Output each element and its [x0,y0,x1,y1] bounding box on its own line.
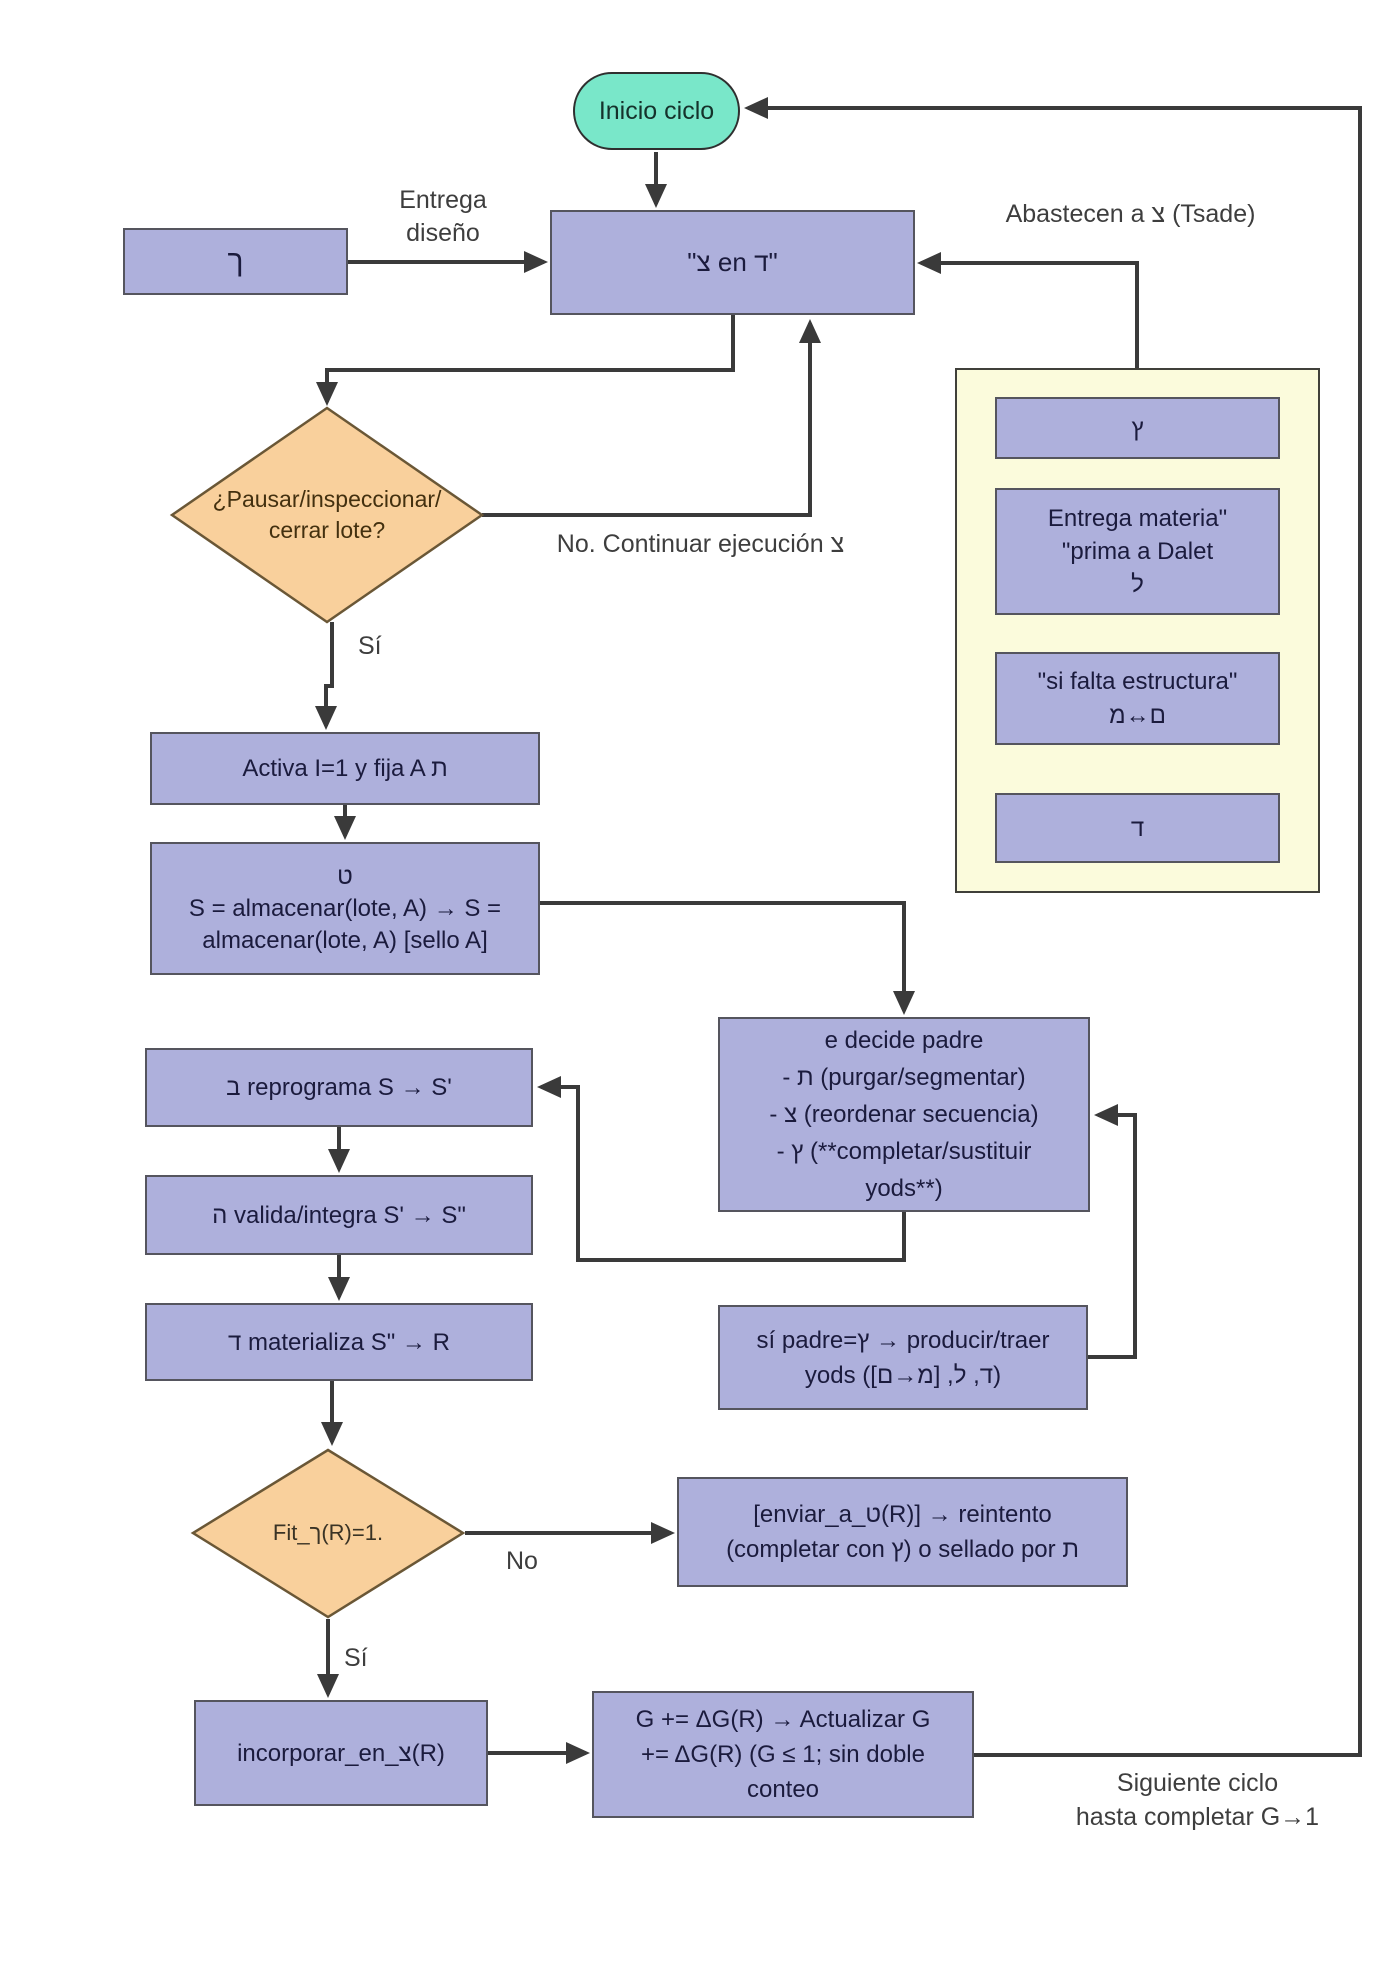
sipadre-line2: yods (ד, ל, [מ→ם]) [804,1361,1002,1389]
supply-estructura-line2: ם↔מ [1109,701,1166,729]
activa-box: Activa I=1 y fija A ת [150,732,540,805]
main-box: "צ en ד" [550,210,915,315]
reprograma-box-label: ב reprograma S → S' [226,1074,452,1101]
main-box-label: "צ en ד" [687,247,778,277]
almacenar-line2: S = almacenar(lote, A) → S = [188,894,502,922]
supply-materia-box: Entrega materia" "prima a Dalet ל [995,488,1280,615]
pause-diamond-shape [169,406,485,624]
g-box: G += ΔG(R) → Actualizar G += ΔG(R) (G ≤ … [592,1691,974,1818]
g-box-line3: conteo [746,1776,820,1803]
decide-line5: yods**) [865,1175,943,1202]
supply-materia-line1: Entrega materia" [1047,505,1228,532]
arrow-almacenar-to-decide [540,901,915,1015]
label-si-1: Sí [358,632,382,660]
pause-diamond-line2: cerrar lote? [268,517,386,543]
sipadre-box: sí padre=ץ → producir/traer yods (ד, ל, … [718,1305,1088,1410]
arrow-main-to-pause-diamond [316,315,735,406]
label-siguiente-ciclo: Siguiente ciclo hasta completar G→1 [1025,1766,1370,1834]
label-abastecen: Abastecen a צ (Tsade) [1005,200,1256,228]
supply-estructura-line1: "si falta estructura" [1037,667,1238,695]
start-node: Inicio ciclo [573,72,740,150]
enviar-box: [enviar_a_ט(R)] → reintento (completar c… [677,1477,1128,1587]
pause-diamond-line1: ¿Pausar/inspeccionar/ [212,486,442,512]
arrow-loop-to-start [744,97,1362,1757]
valida-box: ה valida/integra S' → S" [145,1175,533,1255]
supply-estructura-box: "si falta estructura" ם↔מ [995,652,1280,745]
label-entrega-diseno: Entrega diseño [368,184,518,250]
supply-materia-line3: ל [1131,571,1144,598]
sipadre-line1: sí padre=ץ → producir/traer [756,1326,1050,1354]
arrow-no-return-to-main [482,319,821,517]
incorporar-box: incorporar_en_צ(R) [194,1700,488,1806]
label-no-2: No [506,1547,538,1575]
arrow-sipadre-to-decide [1088,1104,1137,1359]
g-box-line1: G += ΔG(R) → Actualizar G [635,1706,931,1733]
enviar-line2: (completar con ץ) o sellado por ת [726,1536,1079,1563]
kaf-box-label: ך [227,245,244,278]
enviar-line1: [enviar_a_ט(R)] → reintento [753,1501,1052,1528]
decide-line3: - צ (reordenar secuencia) [769,1101,1039,1128]
supply-materia-line2: "prima a Dalet [1061,538,1214,565]
g-box-line2: += ΔG(R) (G ≤ 1; sin doble [641,1741,925,1768]
almacenar-box: ט S = almacenar(lote, A) → S = almacenar… [150,842,540,975]
materializa-box: ד materializa S" → R [145,1303,533,1381]
supply-dalet-box: ד [995,793,1280,863]
kaf-box: ך [123,228,348,295]
decide-line1: e decide padre [824,1027,984,1054]
label-siguiente-line1: Siguiente ciclo [1116,1769,1279,1797]
reprograma-box: ב reprograma S → S' [145,1048,533,1127]
activa-box-label: Activa I=1 y fija A ת [242,755,448,782]
supply-dalet-label: ד [1130,814,1145,842]
supply-tsade-box: ץ [995,397,1280,459]
almacenar-line3: almacenar(lote, A) [sello A] [202,926,488,954]
pause-diamond-text: ¿Pausar/inspeccionar/ cerrar lote? [196,478,458,552]
arrow-supply-to-main [917,252,1139,368]
arrow-decide-to-reprograma [537,1076,906,1262]
label-entrega-line1: Entrega [399,186,487,214]
label-siguiente-line2: hasta completar G→1 [1075,1803,1320,1831]
fit-diamond-shape [190,1448,466,1619]
decide-line4: - ץ (**completar/sustituir [776,1138,1032,1165]
label-si-2: Sí [344,1644,368,1672]
materializa-box-label: ד materializa S" → R [228,1328,450,1356]
fit-diamond-text: Fit_ך(R)=1. [228,1516,428,1550]
label-entrega-line2: diseño [406,219,480,247]
arrow-si-to-activa [315,622,337,730]
decide-box: e decide padre - ת (purgar/segmentar) - … [718,1017,1090,1212]
almacenar-line1: ט [337,862,353,890]
supply-tsade-label: ץ [1131,414,1144,442]
decide-line2: - ת (purgar/segmentar) [782,1064,1026,1091]
incorporar-box-label: incorporar_en_צ(R) [237,1739,445,1767]
label-no-continuar: No. Continuar ejecución צ [556,530,845,558]
valida-box-label: ה valida/integra S' → S" [212,1201,466,1229]
start-node-label: Inicio ciclo [598,96,715,125]
fit-diamond-label: Fit_ך(R)=1. [272,1520,384,1545]
